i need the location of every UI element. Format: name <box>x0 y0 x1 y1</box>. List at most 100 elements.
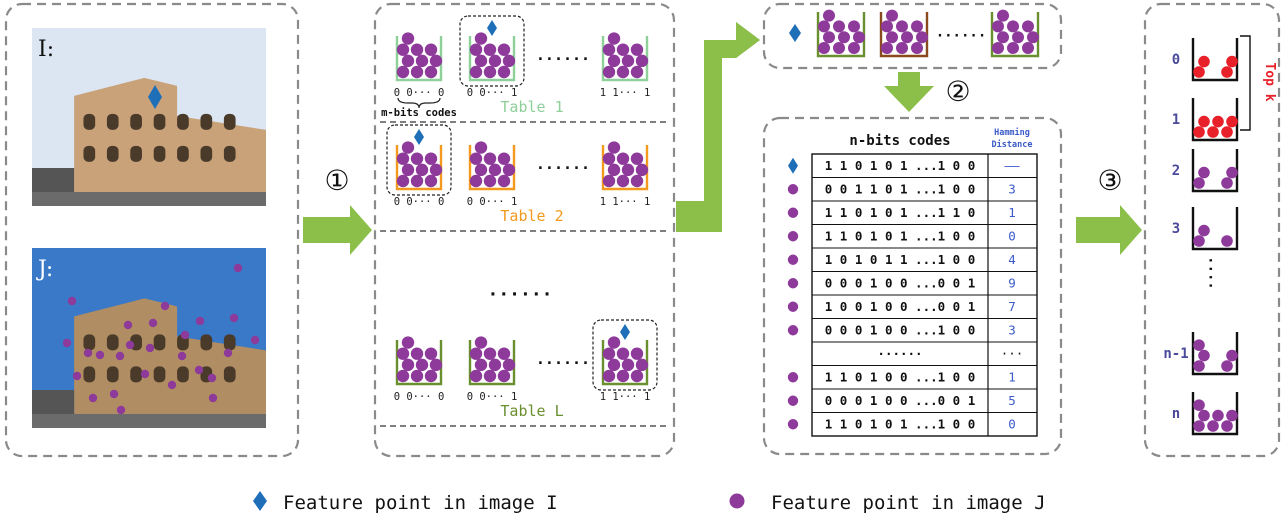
ball <box>67 296 77 306</box>
ball <box>787 419 799 430</box>
table-bucket <box>395 32 443 82</box>
arch <box>177 366 189 383</box>
ball <box>497 369 511 383</box>
bucket-outline <box>1191 207 1239 251</box>
ball <box>1022 20 1034 33</box>
ball <box>787 254 799 265</box>
table-bucket <box>601 32 649 82</box>
ball <box>1198 349 1210 362</box>
ball <box>1198 409 1210 422</box>
ball <box>886 9 898 22</box>
code-table-header: n-bits codes <box>849 133 950 149</box>
arch <box>223 145 236 162</box>
highlight-box <box>386 124 452 196</box>
arch <box>200 145 213 162</box>
brace <box>397 97 441 109</box>
bucket-code: 0 0··· 0 <box>394 87 445 99</box>
ball <box>823 31 835 44</box>
ball <box>833 42 845 54</box>
ball <box>787 395 799 406</box>
arch <box>106 145 119 162</box>
ball <box>616 152 630 165</box>
top-k-label: Top k <box>1262 62 1277 101</box>
bucket-code: 0 0··· 0 <box>394 391 445 403</box>
arch <box>83 334 96 351</box>
ball <box>1012 31 1024 44</box>
ball <box>1207 126 1219 138</box>
ball <box>607 32 621 45</box>
hamming-distance: 1 <box>1008 205 1016 220</box>
ball <box>630 152 644 165</box>
arch <box>223 366 236 383</box>
ball <box>396 43 410 56</box>
hash-tables-frame <box>373 2 676 458</box>
ball <box>1193 360 1205 372</box>
ball <box>1226 409 1238 422</box>
bucket-code: 1 1··· 1 <box>600 196 651 208</box>
ball <box>787 278 799 289</box>
hamming-distance: 1 <box>1008 370 1016 385</box>
ball <box>630 65 644 79</box>
hamming-distance: 7 <box>1008 299 1016 314</box>
ball <box>1226 115 1238 128</box>
hamming-distance: 3 <box>1008 323 1016 338</box>
ball <box>180 330 190 340</box>
ball <box>1221 66 1233 78</box>
ball <box>396 369 410 383</box>
ball <box>95 350 105 360</box>
ball <box>415 163 429 177</box>
legend-text-i: Feature point in image I <box>283 492 558 514</box>
arch <box>106 334 119 351</box>
ball <box>223 348 233 358</box>
hamming-header: Hamming <box>994 127 1030 138</box>
table-bucket <box>395 141 443 191</box>
ball <box>838 31 850 44</box>
merged-buckets-panel: ······ <box>789 9 1040 58</box>
ball <box>424 65 438 79</box>
ball <box>250 335 260 345</box>
code-row: 1 1 0 1 0 1 ...1 0 0 <box>825 417 976 432</box>
table-name: Table 1 <box>500 98 563 116</box>
top-k-bracket <box>1240 35 1251 131</box>
ball <box>602 43 616 56</box>
arrow-elbow-body <box>676 22 760 232</box>
ball <box>1221 235 1233 247</box>
arch <box>223 113 236 130</box>
ball <box>616 347 630 360</box>
row-diamond-icon <box>788 157 798 174</box>
ball <box>896 42 908 54</box>
table-bucket <box>601 336 649 386</box>
ball <box>401 336 415 349</box>
ball <box>502 358 516 372</box>
ball <box>635 54 649 68</box>
ball <box>787 184 799 195</box>
ball <box>396 65 410 79</box>
ball <box>401 32 415 45</box>
arch <box>106 366 119 383</box>
ball <box>607 336 621 349</box>
ball <box>616 174 630 188</box>
ball <box>1007 42 1019 54</box>
images-panel: I:J: <box>32 28 267 428</box>
ball <box>401 358 415 372</box>
ball <box>424 152 438 165</box>
query-diamond-icon <box>487 20 497 36</box>
ball <box>787 372 799 383</box>
ball <box>602 369 616 383</box>
table-bucket <box>468 32 516 82</box>
bucket-code: 1 1··· 1 <box>600 391 651 403</box>
ball <box>1198 115 1210 128</box>
rank-label: 1 <box>1172 112 1180 128</box>
ball <box>616 369 630 383</box>
ball <box>474 32 488 45</box>
bucket-code: 0 0··· 1 <box>467 196 518 208</box>
ball <box>410 369 424 383</box>
ball <box>195 316 205 326</box>
ball <box>483 65 497 79</box>
ball <box>848 20 860 33</box>
hamming-distance: 3 <box>1008 182 1016 197</box>
code-row: 1 1 0 1 0 1 ...1 0 0 <box>825 229 976 244</box>
